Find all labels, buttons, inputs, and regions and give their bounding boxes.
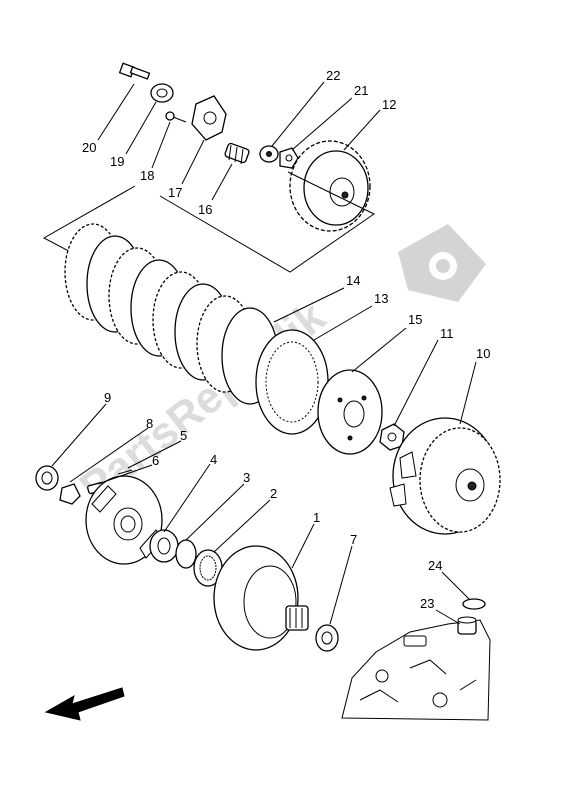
callout-labels: 20 19 18 17 16 22 21 12 14 13 15 11 10 9…: [82, 68, 490, 611]
callout-12: 12: [382, 97, 396, 112]
callout-23: 23: [420, 596, 434, 611]
callout-20: 20: [82, 140, 96, 155]
nut-part-21: [279, 147, 299, 169]
pin-part-5: [117, 469, 133, 475]
callout-13: 13: [374, 291, 388, 306]
washer-part-9: [35, 465, 59, 491]
ring-part-3: [175, 539, 197, 569]
callout-7: 7: [350, 532, 357, 547]
friction-ring-part-13: [255, 329, 329, 435]
callout-16: 16: [198, 202, 212, 217]
clutch-housing-part-10: [389, 417, 501, 535]
plate-part-17: [191, 95, 227, 141]
clip-part-8: [59, 483, 81, 505]
callout-6: 6: [152, 453, 159, 468]
callout-1: 1: [313, 510, 320, 525]
washer-part-7: [315, 624, 339, 652]
callout-10: 10: [476, 346, 490, 361]
spring-part-16: [224, 142, 250, 165]
washer-part-22: [259, 145, 279, 163]
bearing-part-19: [150, 83, 174, 103]
callout-2: 2: [270, 486, 277, 501]
screw-part-18: [165, 111, 187, 123]
leader-lines: [51, 81, 477, 625]
callout-22: 22: [326, 68, 340, 83]
washer-part-4: [149, 529, 179, 563]
centrifugal-clutch-assembly: [85, 475, 163, 565]
bolt-part-20: [118, 62, 151, 80]
callout-5: 5: [180, 428, 187, 443]
callout-8: 8: [146, 416, 153, 431]
callout-11: 11: [440, 326, 454, 341]
callout-24: 24: [428, 558, 442, 573]
watermark-logo: [398, 224, 486, 302]
circlip-part-11: [379, 423, 405, 451]
callout-17: 17: [168, 185, 182, 200]
callout-19: 19: [110, 154, 124, 169]
callout-9: 9: [104, 390, 111, 405]
engine-case-fragment: [341, 619, 491, 721]
callout-4: 4: [210, 452, 217, 467]
gear-part-12: [289, 140, 371, 232]
clutch-drum-part-1: [213, 545, 309, 651]
clutch-plate-stack: [64, 223, 279, 405]
callout-15: 15: [408, 312, 422, 327]
callout-3: 3: [243, 470, 250, 485]
front-direction-arrow-icon: [44, 687, 125, 721]
plug-part-23: [457, 616, 477, 635]
pressure-plate-part-15: [317, 369, 383, 455]
callout-18: 18: [140, 168, 154, 183]
clip-part-24: [462, 598, 486, 610]
callout-21: 21: [354, 83, 368, 98]
callout-14: 14: [346, 273, 360, 288]
